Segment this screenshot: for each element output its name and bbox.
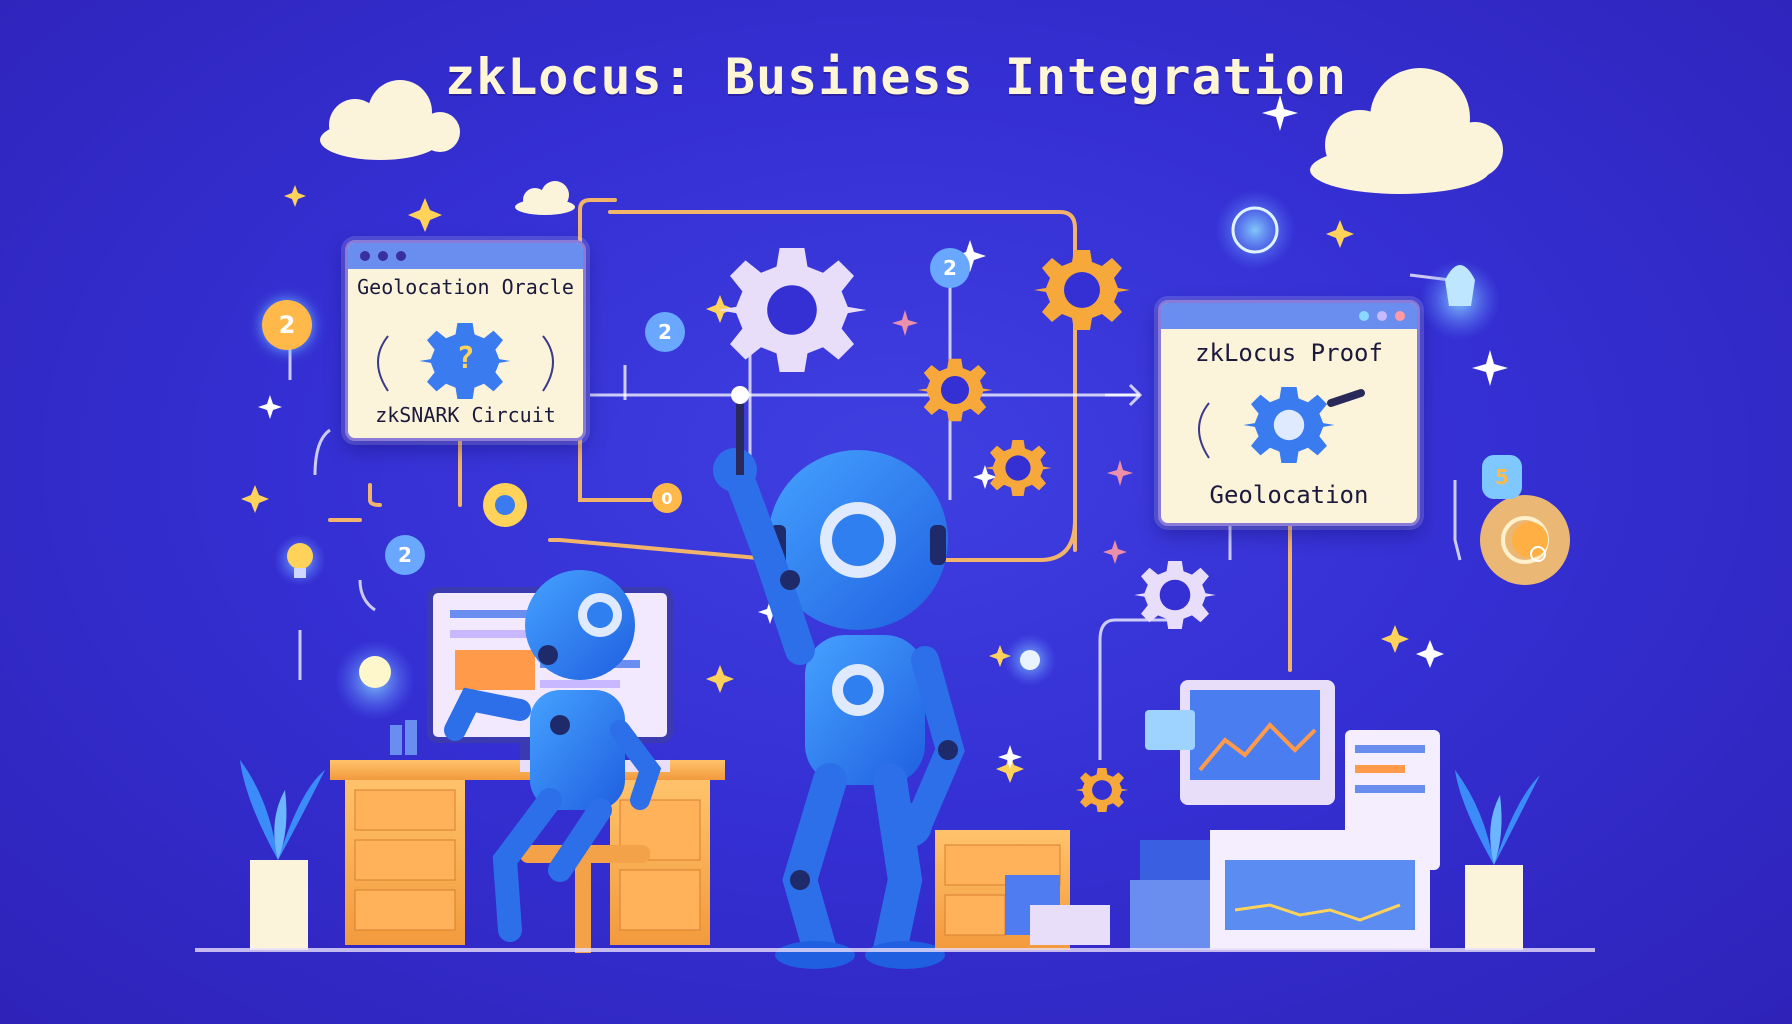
- window-dot-icon: [1377, 311, 1387, 321]
- zklocus-proof-panel: zkLocus Proof Geolocation: [1158, 300, 1420, 526]
- step-badge: 2: [385, 535, 425, 575]
- step-badge: 5: [1482, 455, 1522, 499]
- gear-icon: [377, 323, 554, 399]
- oracle-center-symbol: ?: [456, 341, 475, 376]
- gear-icon: [1198, 387, 1365, 463]
- panel-titlebar: [1161, 303, 1417, 329]
- window-dot-icon: [1359, 311, 1369, 321]
- cloud-icon: [320, 68, 1503, 215]
- step-badge: 2: [262, 300, 312, 350]
- oracle-panel-subtitle: zkSNARK Circuit: [375, 403, 556, 427]
- window-dot-icon: [360, 251, 370, 261]
- proof-panel-title: zkLocus Proof: [1195, 339, 1383, 367]
- window-dot-icon: [378, 251, 388, 261]
- chart-screen-icon: [1130, 680, 1440, 950]
- gear-icon: [717, 248, 1216, 812]
- plant-icon: [240, 760, 1540, 950]
- step-badge: 2: [645, 312, 685, 352]
- panel-titlebar: [348, 243, 583, 269]
- page-title: zkLocus: Business Integration: [445, 48, 1347, 106]
- window-dot-icon: [396, 251, 406, 261]
- oracle-panel-title: Geolocation Oracle: [357, 275, 574, 299]
- window-dot-icon: [1395, 311, 1405, 321]
- geolocation-oracle-panel: Geolocation Oracle ? zkSNARK Circuit: [345, 240, 586, 441]
- desk-illustration: [935, 830, 1110, 950]
- lightbulb-icon: [274, 260, 1500, 720]
- robot-illustration: [713, 386, 965, 969]
- step-badge: 2: [930, 248, 970, 288]
- step-badge: 0: [652, 483, 682, 513]
- robot-illustration: [444, 570, 662, 942]
- proof-panel-subtitle: Geolocation: [1209, 481, 1369, 509]
